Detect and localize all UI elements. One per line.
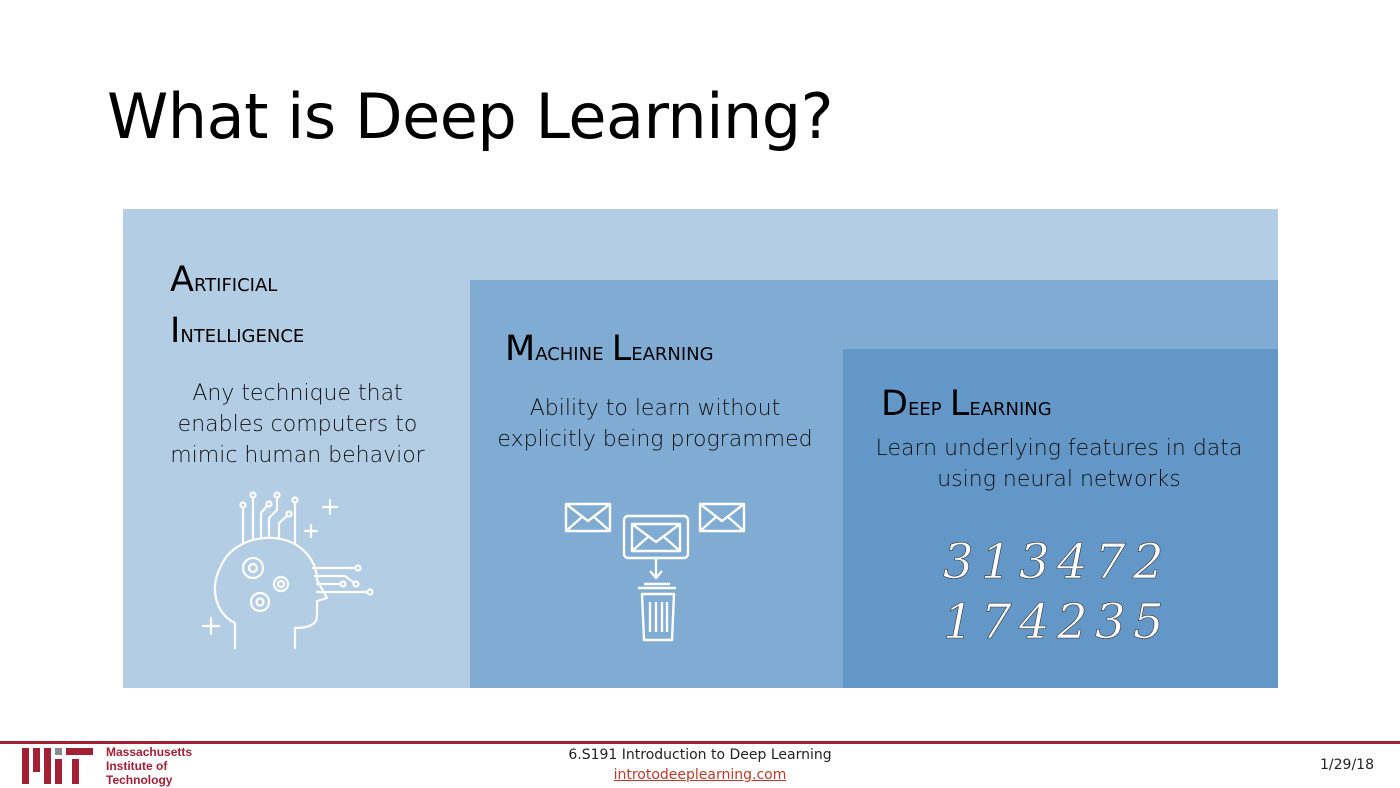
ml-description: Ability to learn without explicitly bein… bbox=[497, 396, 813, 452]
handwritten-digit: 7 bbox=[1095, 534, 1126, 590]
handwritten-digit: 1 bbox=[981, 534, 1012, 590]
ml-heading: Machine Learning bbox=[505, 329, 714, 369]
handwritten-digit: 5 bbox=[1133, 594, 1164, 648]
handwritten-digit: 3 bbox=[1095, 594, 1126, 648]
deep-learning-box bbox=[843, 349, 1278, 688]
ai-description: Any technique that enables computers to … bbox=[170, 381, 425, 468]
handwritten-digit: 4 bbox=[1018, 594, 1050, 648]
ai-heading: Artificial Intelligence bbox=[170, 256, 304, 358]
dl-heading: Deep Learning bbox=[881, 384, 1052, 424]
handwritten-digit: 2 bbox=[1056, 594, 1088, 648]
brain-gears-icon bbox=[201, 491, 374, 650]
mit-logo-icon bbox=[22, 748, 93, 784]
dl-description: Learn underlying features in data using … bbox=[875, 436, 1243, 492]
handwritten-digit: 2 bbox=[1132, 534, 1164, 590]
ai-heading-line2: Intelligence bbox=[170, 311, 305, 351]
slide-title: What is Deep Learning? bbox=[107, 80, 834, 153]
mit-wordmark: Massachusetts Institute of Technology bbox=[106, 745, 193, 787]
handwritten-digit: 3 bbox=[943, 534, 974, 590]
ai-heading-line1: Artificial bbox=[170, 260, 278, 300]
handwritten-digit: 4 bbox=[1056, 534, 1088, 590]
course-title: 6.S191 Introduction to Deep Learning bbox=[568, 747, 832, 763]
handwritten-digit: 7 bbox=[981, 594, 1012, 648]
footer-divider bbox=[0, 741, 1400, 744]
slide-date: 1/29/18 bbox=[1320, 757, 1374, 773]
handwritten-digit: 1 bbox=[943, 594, 974, 648]
spam-filter-icon bbox=[564, 502, 746, 642]
course-website-link[interactable]: introtodeeplearning.com bbox=[613, 767, 787, 783]
handwritten-digit: 3 bbox=[1019, 534, 1050, 590]
